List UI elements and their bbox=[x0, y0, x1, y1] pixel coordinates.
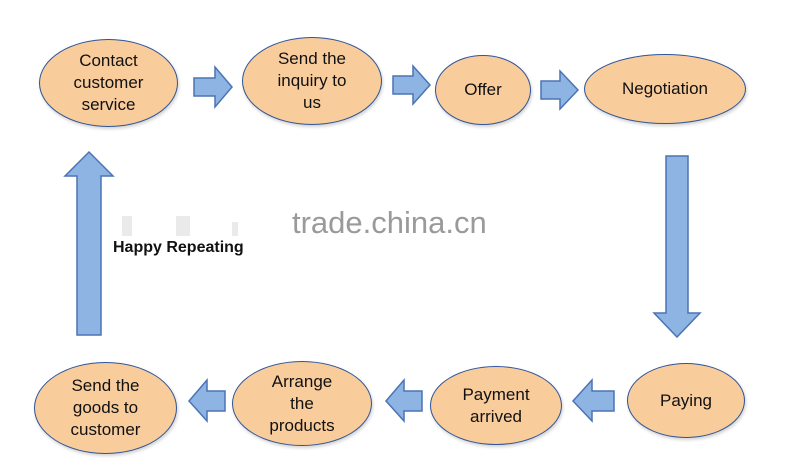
background-artifact bbox=[232, 222, 238, 236]
arrow-send-goods-to-contact bbox=[63, 150, 115, 336]
arrow-paying-to-payment bbox=[571, 378, 615, 423]
arrow-negotiation-to-paying bbox=[652, 155, 702, 339]
arrow-offer-to-negotiation bbox=[540, 69, 580, 111]
node-send-goods: Send the goods to customer bbox=[34, 362, 177, 454]
node-send-inquiry: Send the inquiry to us bbox=[242, 37, 382, 125]
node-contact-customer-service: Contact customer service bbox=[39, 39, 178, 127]
node-payment-arrived: Payment arrived bbox=[430, 366, 562, 445]
node-offer: Offer bbox=[435, 55, 531, 125]
node-negotiation: Negotiation bbox=[584, 54, 746, 124]
arrow-arrange-to-send-goods bbox=[188, 377, 226, 423]
loop-label: Happy Repeating bbox=[113, 239, 244, 256]
arrow-payment-to-arrange bbox=[385, 377, 423, 423]
node-paying: Paying bbox=[627, 363, 745, 438]
arrow-contact-to-inquiry bbox=[193, 64, 233, 110]
arrow-inquiry-to-offer bbox=[392, 64, 432, 106]
background-artifact bbox=[176, 216, 190, 236]
background-artifact bbox=[122, 216, 132, 236]
watermark: trade.china.cn bbox=[292, 205, 487, 240]
node-arrange-products: Arrange the products bbox=[232, 361, 372, 446]
